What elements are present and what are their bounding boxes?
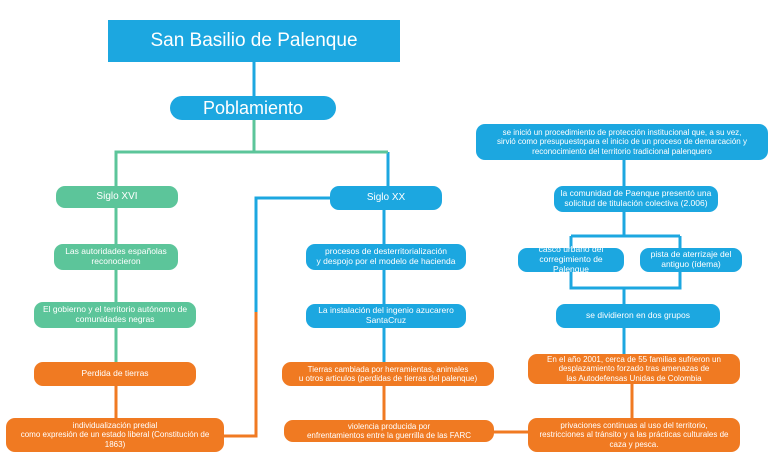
siglo-xvi-box: Siglo XVI [56, 186, 178, 208]
casco-urbano-box: casco urbano del corregimiento de Palenq… [518, 244, 624, 274]
individualizacion-box: individualización predial como expresión… [6, 418, 224, 452]
desterritorializacion-box: procesos de desterritorialización y desp… [306, 244, 466, 270]
ingenio-box: La instalación del ingenio azucarero San… [306, 304, 466, 328]
titulacion-box: la comunidad de Paenque presentó una sol… [554, 186, 718, 212]
violencia-box: violencia producida por enfrentamientos … [284, 420, 494, 442]
desplazamiento-box: En el año 2001, cerca de 55 familias suf… [528, 354, 740, 384]
perdida-tierras-box: Perdida de tierras [34, 362, 196, 386]
title-box: San Basilio de Palenque [108, 20, 400, 62]
dividieron-box: se dividieron en dos grupos [556, 304, 720, 328]
pista-aterrizaje-box: pista de aterrizaje del antiguo (ídema) [640, 248, 742, 272]
privaciones-box: privaciones continuas al uso del territo… [528, 418, 740, 452]
poblamiento-box: Poblamiento [170, 96, 336, 120]
procedimiento-box: se inició un procedimiento de protección… [476, 124, 768, 160]
gobierno-box: El gobierno y el territorio autónomo de … [34, 302, 196, 328]
tierras-cambiada-box: Tierras cambiada por herramientas, anima… [282, 362, 494, 386]
siglo-xx-box: Siglo XX [330, 186, 442, 210]
autoridades-box: Las autoridades españolas reconocieron [54, 244, 178, 270]
